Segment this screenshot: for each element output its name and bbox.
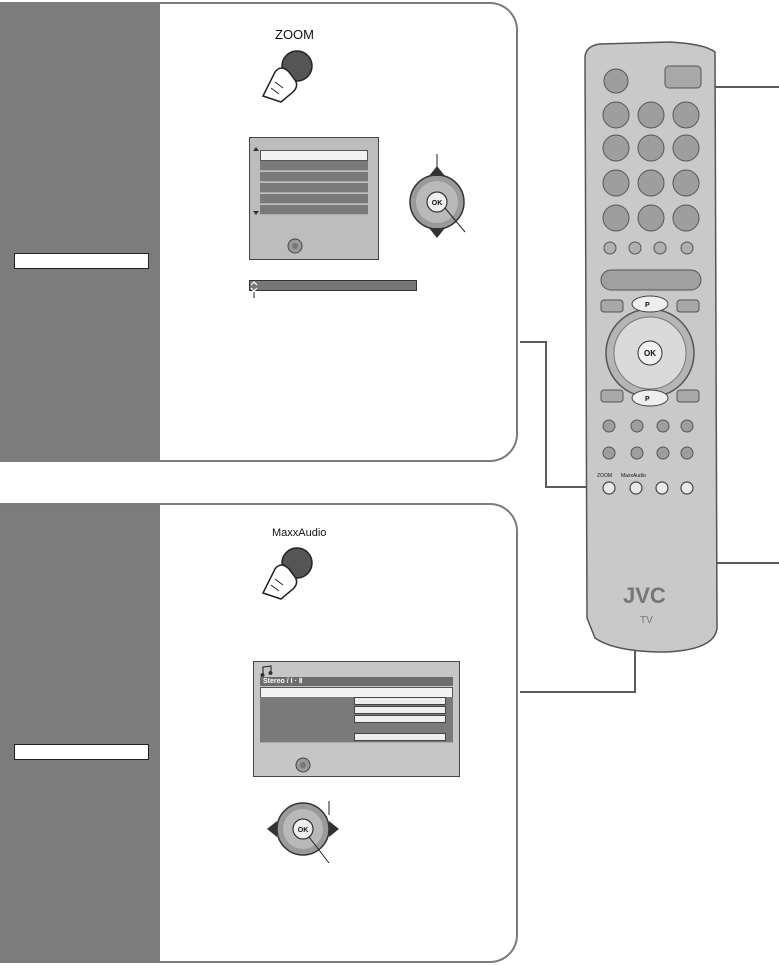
sound-menu-title: Stereo / Ⅰ · Ⅱ <box>263 678 303 685</box>
zoom-menu-item <box>260 172 368 182</box>
maxxaudio-side-column <box>0 505 160 961</box>
maxxaudio-callout-line <box>520 691 636 693</box>
maxxaudio-heading-box <box>14 744 149 760</box>
maxxaudio-instruction-panel: MaxxAudio Stereo / Ⅰ · Ⅱ OK <box>0 503 518 963</box>
sound-slider <box>354 706 446 714</box>
maxxaudio-button-caption: MaxxAudio <box>272 527 327 539</box>
remote-ok-label: OK <box>644 349 656 358</box>
menu-nav-hint-icon <box>295 757 311 773</box>
updown-arrow-icon <box>250 281 258 298</box>
nav-pad-updown-icon: OK <box>409 154 466 238</box>
sound-slider <box>354 733 446 741</box>
sound-menu-screen: Stereo / Ⅰ · Ⅱ <box>253 661 460 777</box>
right-callout-line <box>688 562 779 564</box>
zoom-callout-line <box>545 486 609 488</box>
zoom-menu-item <box>260 205 368 215</box>
menu-nav-hint-icon <box>287 238 303 254</box>
sound-slider <box>354 697 446 705</box>
remote-p-up-label: P <box>645 302 650 309</box>
zoom-heading-box <box>14 253 149 269</box>
zoom-button-caption: ZOOM <box>275 27 314 42</box>
remote-control-illustration: OK P P ZOOM MaxxAudio JVC TV <box>584 41 718 653</box>
remote-zoom-key-label: ZOOM <box>597 473 612 479</box>
maxxaudio-ok-label: OK <box>298 827 309 834</box>
zoom-callout-line <box>520 341 546 343</box>
zoom-ok-label: OK <box>432 200 443 207</box>
music-note-icon <box>260 665 273 677</box>
remote-brand-logo: JVC <box>623 583 666 608</box>
sound-menu-header <box>260 677 453 686</box>
zoom-side-column <box>0 4 160 460</box>
sound-slider <box>354 715 446 723</box>
zoom-menu-screen <box>249 137 379 260</box>
zoom-menu-item <box>260 194 368 204</box>
hand-press-zoom-icon <box>261 50 313 103</box>
zoom-menu-item-selected <box>260 150 368 161</box>
remote-p-down-label: P <box>645 396 650 403</box>
zoom-callout-line <box>545 341 547 487</box>
nav-pad-leftright-icon: OK <box>267 801 339 864</box>
right-callout-line <box>662 86 779 88</box>
remote-maxxaudio-key-label: MaxxAudio <box>621 473 646 479</box>
zoom-instruction-panel: ZOOM OK <box>0 2 518 462</box>
scroll-arrows-icon <box>253 147 259 215</box>
zoom-menu-item <box>260 183 368 193</box>
remote-model-tag: TV <box>640 615 653 626</box>
zoom-selection-bar <box>249 280 417 291</box>
hand-press-maxxaudio-icon <box>261 547 313 600</box>
zoom-menu-item <box>260 161 368 171</box>
